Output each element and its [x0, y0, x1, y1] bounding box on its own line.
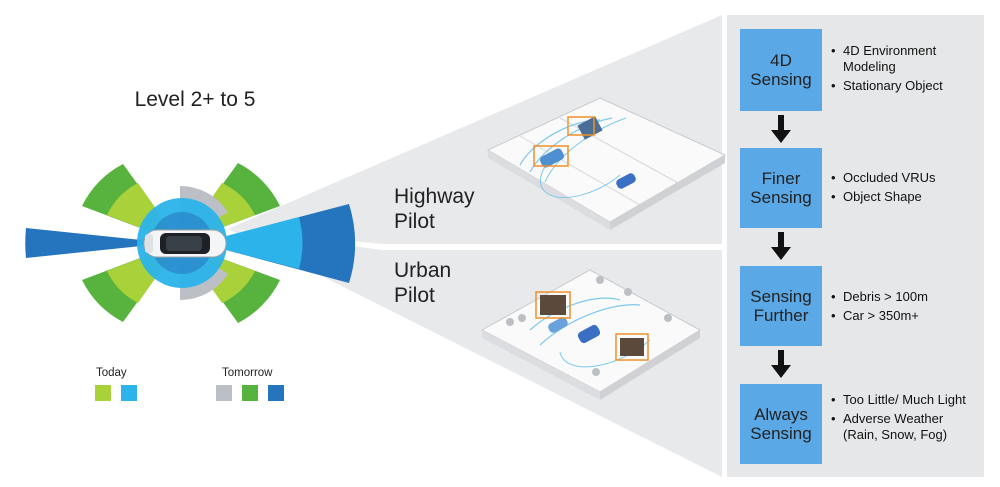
- step-box-line: Sensing: [750, 188, 812, 207]
- step-bullets-4d-sensing: 4D Environment Modeling Stationary Objec…: [831, 43, 981, 97]
- legend-label-tomorrow: Tomorrow: [222, 367, 273, 379]
- legend-label-today: Today: [96, 367, 127, 379]
- bullet-item: Too Little/ Much Light: [831, 392, 971, 408]
- arrow-down-icon: [771, 350, 791, 378]
- legend-swatch-today-2: [121, 385, 137, 401]
- legend-swatch-tomorrow-1: [216, 385, 232, 401]
- rear-long-range-tomorrow: [25, 228, 170, 258]
- bullet-item: Object Shape: [831, 189, 981, 205]
- scene-label-line: Urban: [394, 259, 452, 282]
- sensor-coverage: [25, 163, 356, 323]
- step-box-line: Sensing: [750, 424, 812, 443]
- bullet-item: Debris > 100m: [831, 289, 981, 305]
- step-bullets-finer-sensing: Occluded VRUs Object Shape: [831, 170, 981, 208]
- scene-label-line: Pilot: [394, 284, 435, 307]
- bullet-item: Adverse Weather (Rain, Snow, Fog): [831, 411, 971, 443]
- step-box-line: Finer: [761, 169, 801, 188]
- step-arrows: [771, 115, 791, 378]
- scene-label-line: Highway: [394, 185, 475, 208]
- arrow-down-icon: [771, 232, 791, 260]
- step-box-line: Sensing: [750, 70, 812, 89]
- scene-label-line: Pilot: [394, 210, 435, 233]
- car-icon: [143, 229, 227, 258]
- legend-swatch-tomorrow-3: [268, 385, 284, 401]
- arrow-down-icon: [771, 115, 791, 143]
- front-long-range-today: [200, 217, 303, 269]
- diagram-title: Level 2+ to 5: [134, 88, 256, 111]
- step-box-line: Always: [754, 405, 808, 424]
- step-box-line: Sensing: [750, 287, 812, 306]
- bullet-item: Occluded VRUs: [831, 170, 981, 186]
- step-box-line: Further: [753, 306, 809, 325]
- step-bullets-always-sensing: Too Little/ Much Light Adverse Weather (…: [831, 392, 971, 446]
- bullet-item: Stationary Object: [831, 78, 981, 94]
- step-box-line: 4D: [770, 51, 792, 70]
- urban-scene-illustration: [480, 269, 701, 400]
- legend-swatches: [95, 385, 284, 401]
- highway-pilot-label: Highway Pilot: [394, 184, 475, 234]
- bullet-item: 4D Environment Modeling: [831, 43, 981, 75]
- bullet-item: Car > 350m+: [831, 308, 981, 324]
- urban-pilot-label: Urban Pilot: [394, 258, 451, 308]
- highway-scene-illustration: [486, 97, 727, 230]
- legend-swatch-tomorrow-2: [242, 385, 258, 401]
- legend-swatch-today-1: [95, 385, 111, 401]
- step-bullets-sensing-further: Debris > 100m Car > 350m+: [831, 289, 981, 327]
